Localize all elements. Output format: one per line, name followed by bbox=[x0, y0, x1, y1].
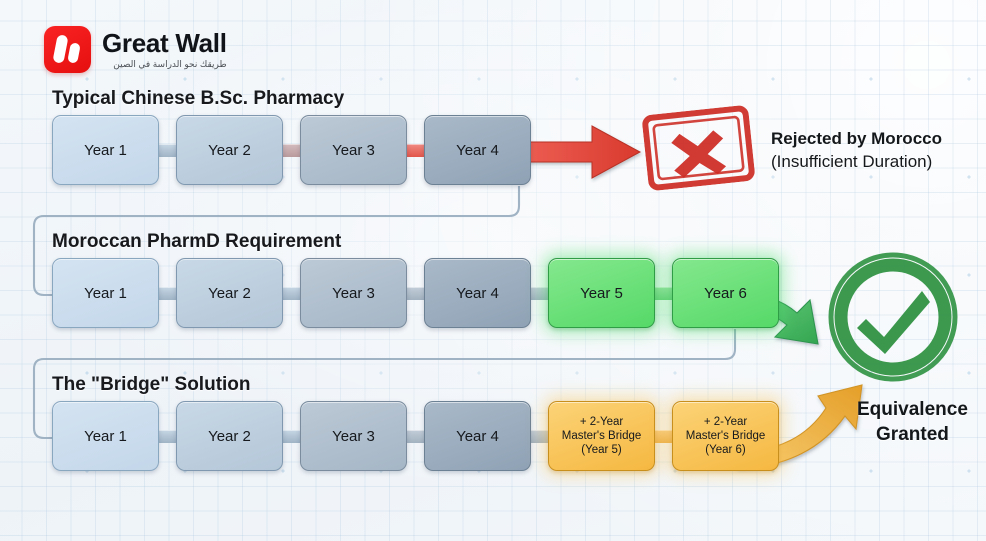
year-box-green: Year 5 bbox=[548, 258, 655, 328]
brand-title: Great Wall bbox=[102, 28, 227, 58]
bridge-line-1: + 2-Year bbox=[579, 415, 624, 428]
year-box: Year 1 bbox=[52, 115, 159, 185]
box-connector bbox=[283, 429, 300, 443]
year-track: Year 1 Year 2 Year 3 Year 4 bbox=[52, 115, 531, 185]
box-connector bbox=[531, 429, 548, 443]
bridge-line-1: + 2-Year bbox=[703, 415, 748, 428]
granted-stamp bbox=[826, 250, 960, 384]
year-box: Year 4 bbox=[424, 258, 531, 328]
box-connector bbox=[655, 429, 672, 443]
year-track: Year 1 Year 2 Year 3 Year 4 + 2-Year Mas… bbox=[52, 401, 779, 471]
year-box: Year 1 bbox=[52, 401, 159, 471]
great-wall-logo-icon bbox=[44, 26, 91, 73]
box-connector bbox=[531, 286, 548, 300]
year-box: Year 2 bbox=[176, 401, 283, 471]
row-title: Typical Chinese B.Sc. Pharmacy bbox=[52, 88, 345, 109]
box-connector bbox=[283, 286, 300, 300]
box-connector bbox=[407, 143, 424, 157]
box-connector bbox=[159, 429, 176, 443]
granted-line-1: Equivalence bbox=[857, 399, 968, 420]
year-box: Year 3 bbox=[300, 115, 407, 185]
x-mark-icon bbox=[642, 105, 755, 191]
box-connector bbox=[407, 429, 424, 443]
brand-logo: Great Wall طريقك نحو الدراسة في الصين bbox=[44, 26, 227, 73]
bridge-line-2: Master's Bridge bbox=[685, 429, 766, 442]
bridge-line-3: (Year 6) bbox=[705, 444, 746, 456]
brand-tagline-arabic: طريقك نحو الدراسة في الصين bbox=[113, 59, 227, 69]
year-track: Year 1 Year 2 Year 3 Year 4 Year 5 Year … bbox=[52, 258, 779, 328]
box-connector bbox=[655, 286, 672, 300]
box-connector bbox=[159, 286, 176, 300]
row-title: Moroccan PharmD Requirement bbox=[52, 231, 342, 252]
year-box: Year 2 bbox=[176, 258, 283, 328]
bridge-box: + 2-Year Master's Bridge (Year 5) bbox=[548, 401, 655, 471]
rejected-detail: (Insufficient Duration) bbox=[771, 151, 933, 171]
bridge-line-3: (Year 5) bbox=[581, 444, 622, 456]
check-mark-icon bbox=[828, 252, 958, 382]
box-connector bbox=[159, 143, 176, 157]
box-connector bbox=[407, 286, 424, 300]
year-box: Year 3 bbox=[300, 258, 407, 328]
year-box: Year 3 bbox=[300, 401, 407, 471]
year-box: Year 4 bbox=[424, 401, 531, 471]
brand-text: Great Wall طريقك نحو الدراسة في الصين bbox=[102, 30, 227, 69]
row-title: The "Bridge" Solution bbox=[52, 374, 251, 395]
year-box: Year 2 bbox=[176, 115, 283, 185]
year-box: Year 4 bbox=[424, 115, 531, 185]
rejected-stamp bbox=[641, 105, 755, 192]
granted-line-2: Granted bbox=[876, 423, 949, 445]
rejected-headline: Rejected by Morocco bbox=[771, 129, 942, 148]
bridge-line-2: Master's Bridge bbox=[561, 429, 642, 442]
rejected-label: Rejected by Morocco (Insufficient Durati… bbox=[771, 128, 942, 173]
granted-label: Equivalence Granted bbox=[857, 398, 968, 447]
year-box-green: Year 6 bbox=[672, 258, 779, 328]
year-box: Year 1 bbox=[52, 258, 159, 328]
box-connector bbox=[283, 143, 300, 157]
bridge-box: + 2-Year Master's Bridge (Year 6) bbox=[672, 401, 779, 471]
